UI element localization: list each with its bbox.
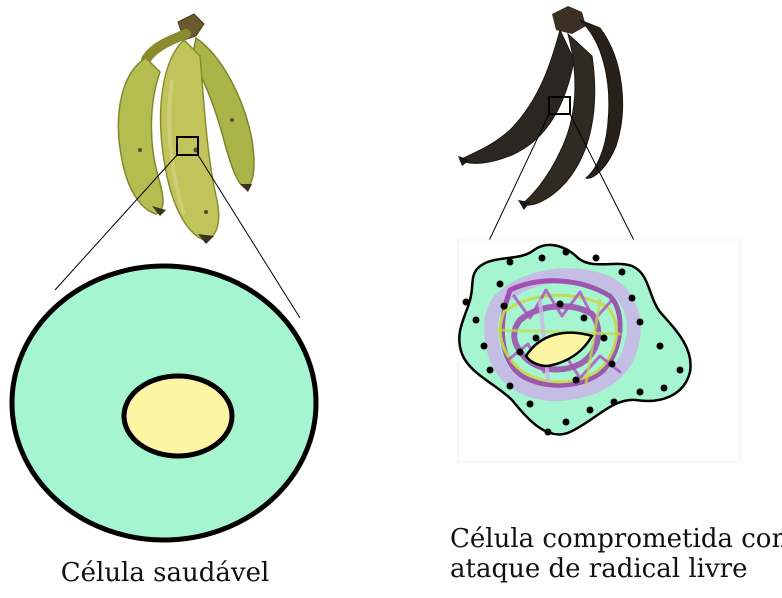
healthy-cell: [12, 266, 316, 540]
green-banana-bunch: [118, 14, 254, 244]
caption-damaged-line2: ataque de radical livre: [450, 554, 782, 584]
caption-healthy-cell: Célula saudável: [0, 558, 330, 588]
caption-damaged-cell: Célula comprometida com ataque de radica…: [450, 524, 782, 584]
healthy-cell-nucleus: [124, 376, 232, 456]
caption-damaged-line1: Célula comprometida com: [450, 524, 782, 554]
dark-banana-bunch: [458, 6, 623, 210]
